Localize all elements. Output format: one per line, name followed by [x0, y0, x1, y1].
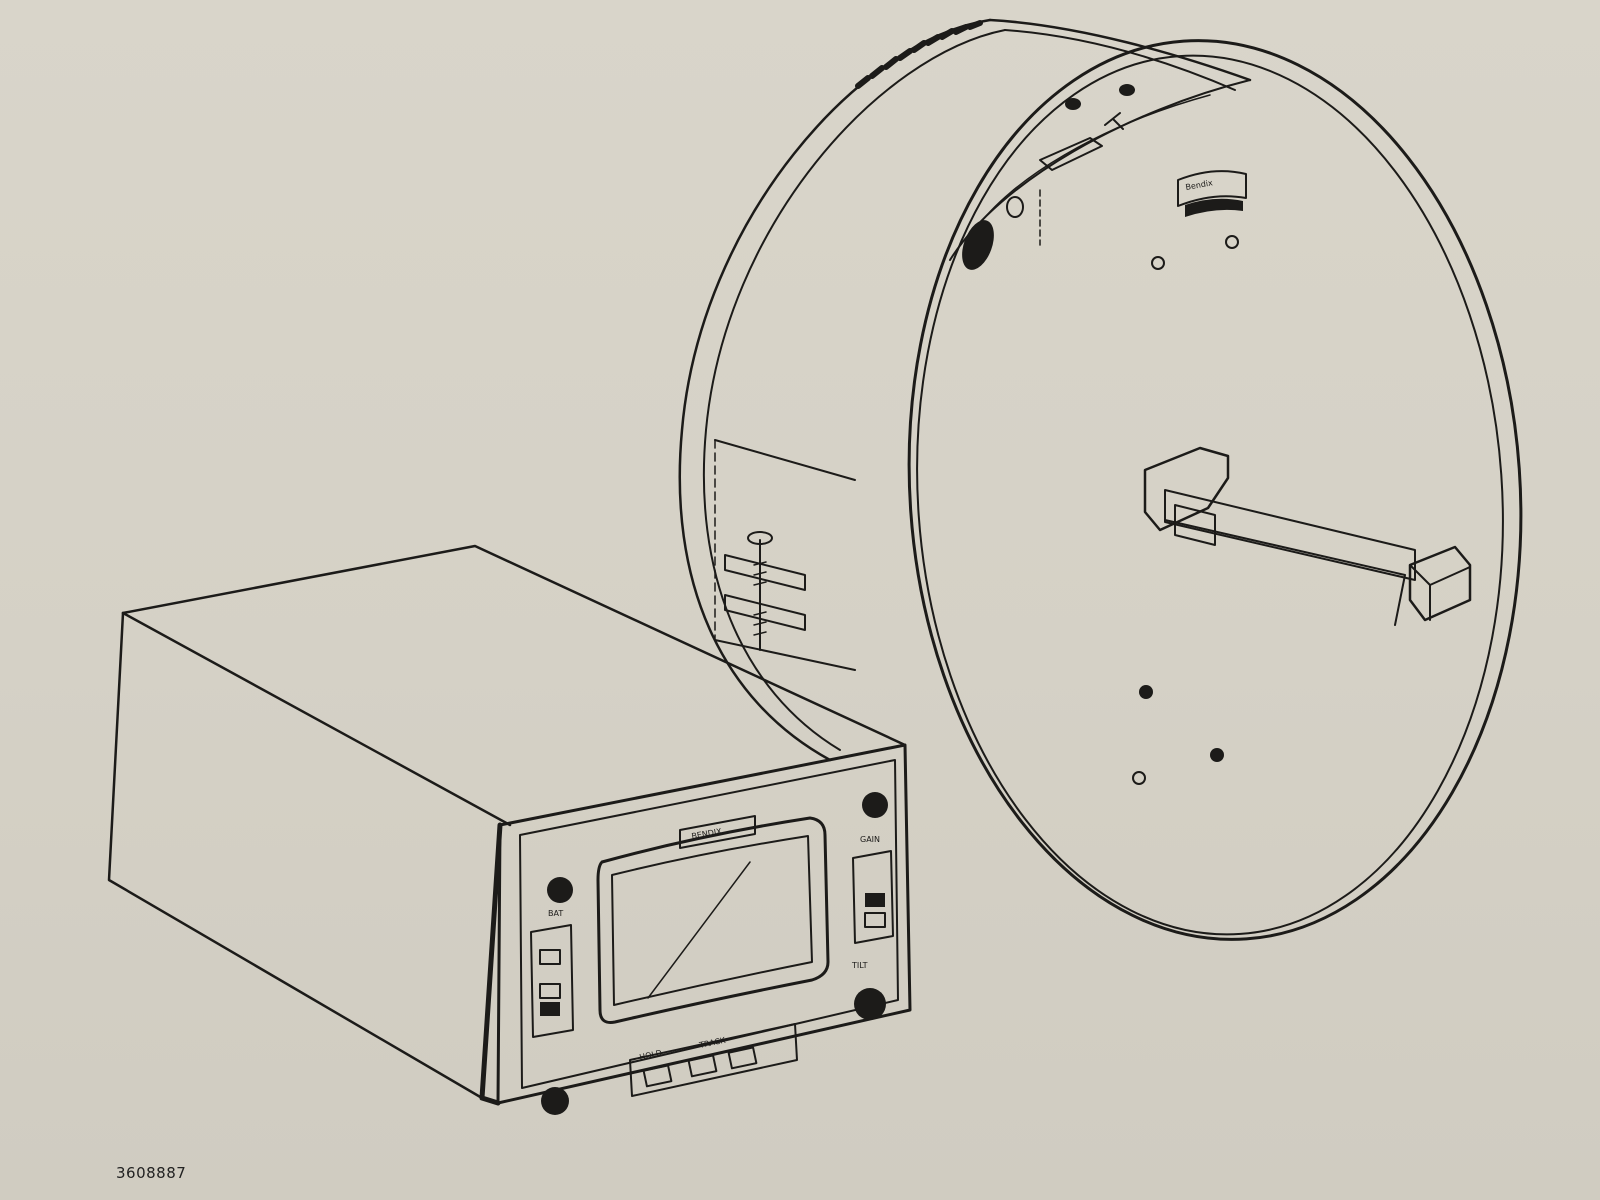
indicator-front-panel — [496, 743, 912, 1105]
track-right-button[interactable] — [727, 1046, 758, 1070]
screw-3 — [1139, 685, 1153, 699]
connector-port — [962, 220, 994, 270]
antenna-disc-front — [907, 39, 1523, 941]
bendix-badge: Bendix — [1177, 170, 1247, 217]
drum-back-rim — [678, 18, 992, 762]
gain-switch-1[interactable] — [865, 893, 885, 907]
tilt-label: TILT — [851, 961, 868, 970]
drum-top-edge — [988, 18, 1252, 82]
mounting-clamp — [724, 531, 806, 651]
drum-inner-wall — [949, 79, 1251, 261]
drum-top-edge-inner — [1004, 29, 1236, 91]
track-panel — [629, 1023, 798, 1097]
right-switch-panel — [852, 850, 894, 944]
figure-number: 3608887 — [116, 1164, 187, 1182]
arrow-mark — [1104, 112, 1124, 130]
screw-5 — [1132, 771, 1146, 785]
hold-button[interactable] — [642, 1064, 673, 1088]
mode-knob[interactable] — [862, 792, 888, 818]
crt-trace — [647, 861, 751, 999]
left-switch-panel — [530, 924, 574, 1038]
screw-2 — [1225, 235, 1239, 249]
indicator-side — [107, 611, 484, 1100]
antenna-unit: Bendix — [678, 18, 1523, 941]
screw-1 — [1151, 256, 1165, 270]
cooling-vents — [855, 20, 983, 89]
side-opening — [714, 439, 856, 671]
crt-screen[interactable] — [611, 835, 813, 1006]
indicator-top-front — [121, 611, 512, 827]
indicator-front-inner — [519, 759, 899, 1089]
screw-hole — [1006, 196, 1024, 218]
range-knob[interactable] — [541, 1087, 569, 1115]
hold-label: HOLD — [639, 1048, 663, 1062]
mount-hole-2 — [1119, 84, 1135, 96]
bat-label: BAT — [548, 909, 563, 918]
mode-switch-1[interactable] — [539, 949, 561, 965]
gain-switch-2[interactable] — [864, 912, 886, 928]
screw-4 — [1210, 748, 1224, 762]
brightness-knob[interactable] — [547, 877, 573, 903]
track-left-button[interactable] — [687, 1054, 718, 1078]
track-label: TRACK — [698, 1036, 727, 1051]
indicator-unit: BENDIX BAT GAIN TILT HOLD TRACK — [107, 544, 912, 1115]
mode-switch-3[interactable] — [540, 1002, 560, 1016]
crt-screen-bezel — [596, 816, 830, 1024]
mode-switch-2[interactable] — [539, 983, 561, 999]
antenna-logo: Bendix — [1185, 178, 1214, 192]
gain-label: GAIN — [860, 835, 880, 844]
waveguide-arm — [1143, 446, 1472, 626]
drum-back-rim-inner — [702, 29, 1006, 751]
latch-plate — [1039, 137, 1103, 171]
drum-inner-wall-2 — [974, 94, 1211, 231]
mount-hole-1 — [1065, 98, 1081, 110]
indicator-top-back — [121, 544, 907, 747]
indicator-front-edge — [479, 822, 503, 1106]
tilt-knob[interactable] — [854, 988, 886, 1020]
antenna-disc-rim — [916, 54, 1504, 936]
